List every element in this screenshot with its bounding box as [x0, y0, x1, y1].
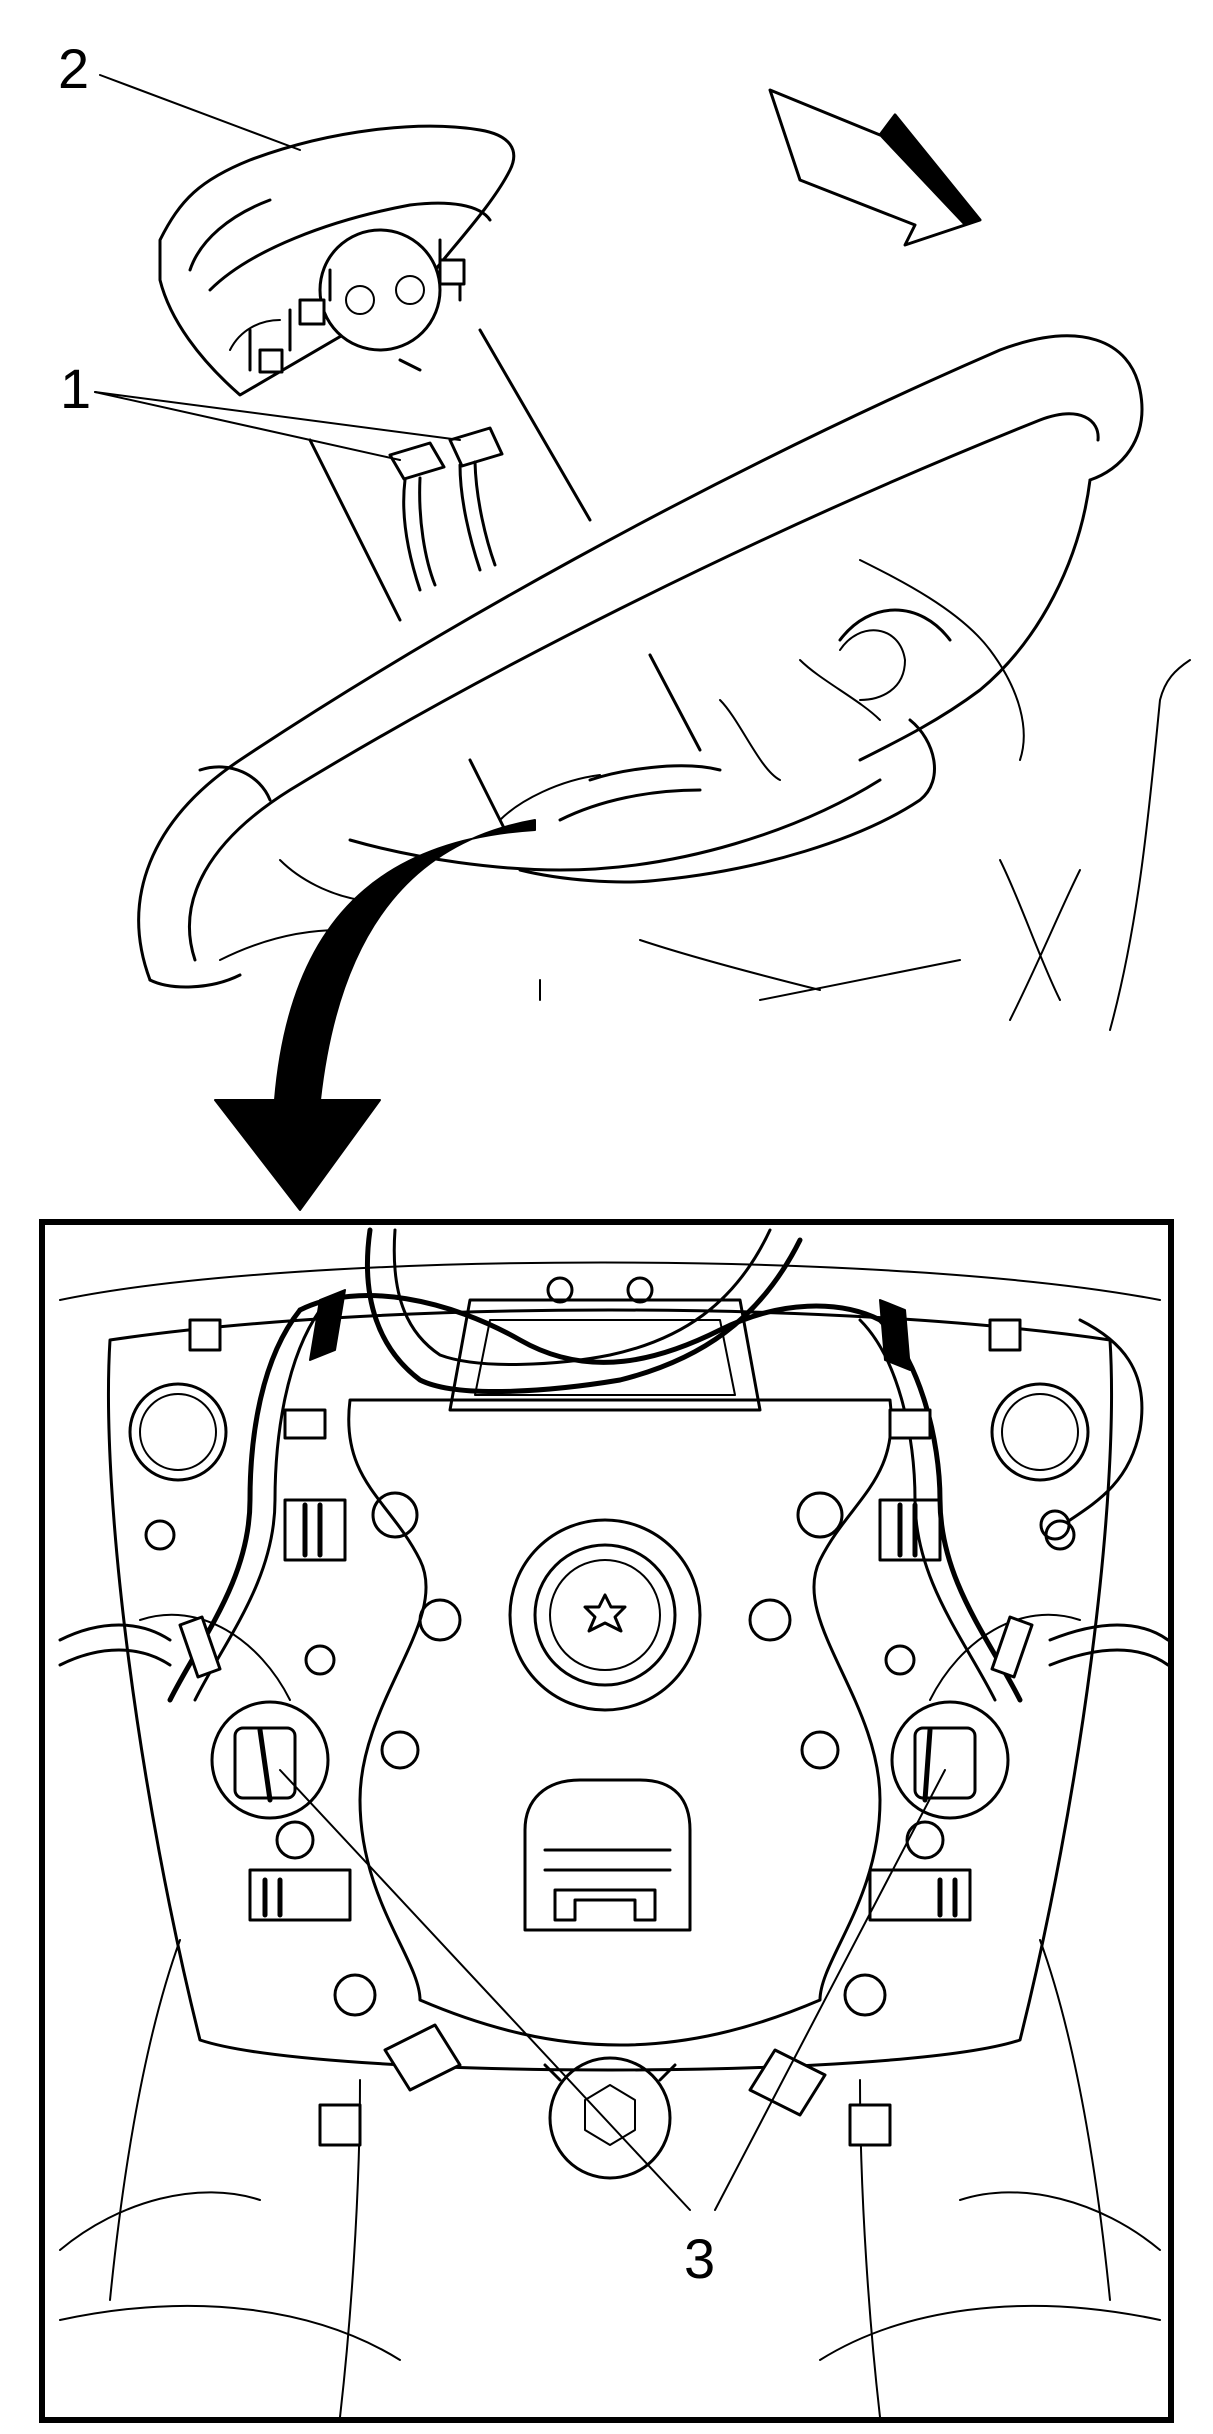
release-access-holes — [210, 1700, 1010, 1820]
steering-column — [308, 328, 592, 622]
callout-1: 1 — [60, 357, 461, 461]
mounting-holes — [144, 1276, 1076, 2017]
callout-3-label: 3 — [684, 2227, 715, 2290]
lower-clip — [523, 1778, 692, 1932]
detail-view: 3 — [39, 1219, 1174, 2423]
airbag-connectors — [388, 426, 504, 592]
detail-frame — [39, 1219, 1174, 2423]
wiring-harness — [58, 1227, 1168, 1703]
bottom-connector — [543, 2056, 677, 2180]
callout-2-label: 2 — [58, 37, 89, 100]
direction-arrow-icon — [768, 88, 982, 247]
steering-wheel-overview: 2 1 — [58, 37, 1191, 1211]
airbag-module — [158, 124, 516, 397]
callout-3: 3 — [279, 1769, 946, 2290]
callout-1-label: 1 — [60, 357, 91, 420]
dash-outline — [219, 659, 1191, 1031]
steering-wheel-rim — [137, 334, 1144, 989]
steering-hub-bolt — [508, 1518, 702, 1712]
callout-2: 2 — [58, 37, 301, 151]
steering-wheel-hub — [279, 559, 1025, 901]
detail-arrow-icon — [214, 819, 536, 1211]
